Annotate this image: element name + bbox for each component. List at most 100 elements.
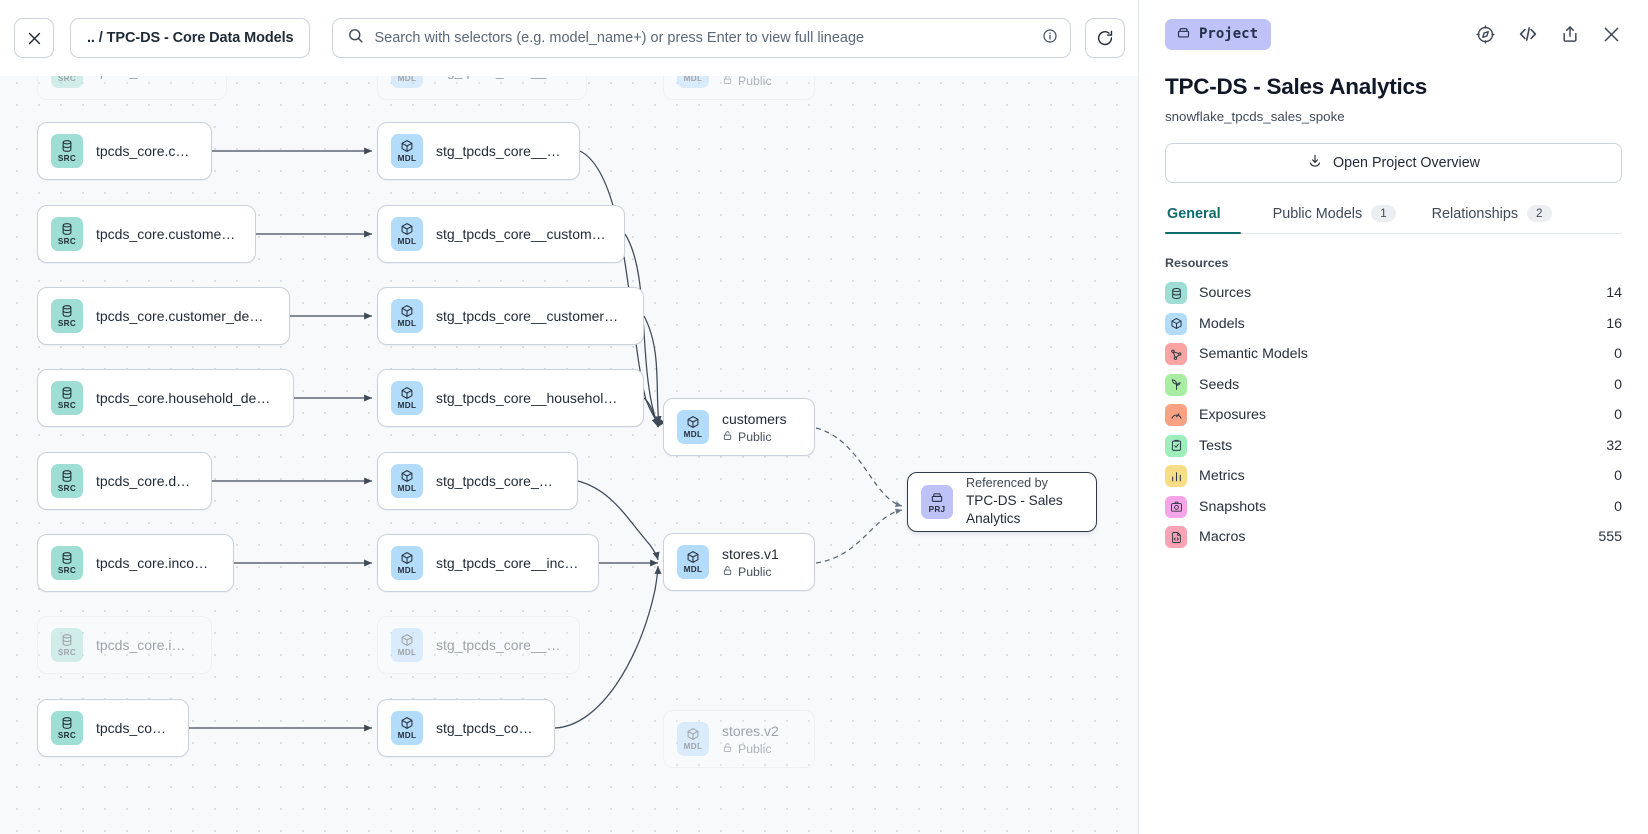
panel-header: Project [1165, 0, 1622, 56]
bar-chart-icon [1165, 465, 1187, 488]
resource-label: Tests [1199, 437, 1233, 454]
node-type-tag: MDL [397, 483, 417, 493]
database-icon [60, 386, 74, 401]
node-type-badge-src: SRC [51, 217, 83, 251]
project-identifier: snowflake_tpcds_sales_spoke [1165, 109, 1345, 124]
search-bar[interactable] [332, 18, 1071, 58]
clipboard-check-icon [1165, 434, 1187, 457]
panel-actions [1475, 23, 1622, 45]
tab-count-badge: 1 [1371, 205, 1396, 222]
node-type-badge-src: SRC [51, 381, 83, 415]
node-body: stg_tpcds_core__date_dim [436, 473, 559, 489]
cube-icon [400, 386, 414, 401]
node-type-tag: SRC [57, 730, 77, 740]
tab-label: General [1167, 205, 1221, 222]
node-title: stg_tpcds_core__customer_demogra... [436, 308, 625, 324]
tab-general[interactable]: General [1165, 205, 1255, 234]
database-icon [60, 304, 74, 319]
node-body: stg_tpcds_core__customer_demogra... [436, 308, 625, 324]
lineage-node[interactable]: SRC tpcds_core.income_band [37, 534, 234, 592]
breadcrumb[interactable]: .. / TPC-DS - Core Data Models [70, 18, 311, 58]
close-icon[interactable] [1601, 24, 1622, 45]
project-chip[interactable]: Project [1165, 18, 1272, 50]
resource-row-semantic-models[interactable]: Semantic Models 0 [1165, 339, 1622, 370]
share-icon[interactable] [1560, 24, 1580, 44]
resource-count: 0 [1614, 346, 1622, 363]
open-project-overview-button[interactable]: Open Project Overview [1165, 143, 1622, 183]
project-icon [1176, 25, 1191, 44]
node-type-tag: SRC [57, 647, 77, 657]
lineage-node[interactable]: SRC tpcds_core.household_demographics [37, 369, 294, 427]
node-visibility: Public [722, 742, 779, 756]
lineage-node: SRC tpcds_core.inventory [37, 616, 212, 674]
node-title: stores.v2 [722, 722, 779, 739]
node-title: tpcds_core.household_demographics [96, 390, 275, 406]
node-body: tpcds_core.inventory [96, 637, 193, 653]
node-type-badge-src: SRC [51, 134, 83, 168]
node-type-tag: SRC [57, 73, 77, 83]
node-title: tpcds_core.inventory [96, 637, 193, 653]
node-type-tag: PRJ [928, 504, 946, 514]
search-input[interactable] [374, 30, 1032, 46]
cube-icon [400, 633, 414, 648]
node-type-tag: MDL [397, 153, 417, 163]
lock-icon [722, 565, 733, 579]
info-icon[interactable] [1042, 28, 1058, 49]
lock-icon [722, 742, 733, 756]
lineage-node[interactable]: MDLstg_tpcds_core__household_demogr... [377, 369, 644, 427]
node-type-tag: MDL [397, 400, 417, 410]
node-title: tpcds_core.date_dim [96, 473, 193, 489]
close-lineage-button[interactable] [14, 18, 54, 58]
database-icon [60, 633, 74, 648]
lineage-node[interactable]: MDL stg_tpcds_core__date_dim [377, 452, 578, 510]
lineage-node[interactable]: MDLstg_tpcds_core__customer_demogra... [377, 287, 644, 345]
resource-label: Snapshots [1199, 498, 1267, 515]
compass-icon[interactable] [1475, 24, 1496, 45]
cube-icon [686, 727, 700, 742]
node-type-tag: MDL [397, 236, 417, 246]
cube-icon [400, 222, 414, 237]
node-visibility-label: Public [738, 741, 772, 756]
node-type-tag: MDL [397, 73, 417, 83]
node-type-tag: MDL [683, 73, 703, 83]
node-title: stores.v1 [722, 545, 779, 562]
node-body: call_centersPublic [722, 55, 796, 88]
resource-label: Semantic Models [1199, 346, 1308, 363]
refresh-button[interactable] [1085, 18, 1125, 58]
code-icon[interactable] [1517, 23, 1539, 45]
resource-label: Metrics [1199, 468, 1245, 485]
lineage-node[interactable]: SRC tpcds_core.customer_address [37, 205, 256, 263]
seed-icon [1165, 373, 1187, 396]
node-type-tag: SRC [57, 565, 77, 575]
lineage-canvas[interactable]: SRCtpcds_core.call_centerMDLstg_tpcds_co… [0, 0, 1139, 834]
node-body: stg_tpcds_core__store [436, 720, 536, 736]
resource-count: 14 [1606, 285, 1622, 302]
node-body: tpcds_core.customer_address [96, 226, 237, 242]
node-body: tpcds_core.income_band [96, 555, 215, 571]
node-type-tag: SRC [57, 236, 77, 246]
